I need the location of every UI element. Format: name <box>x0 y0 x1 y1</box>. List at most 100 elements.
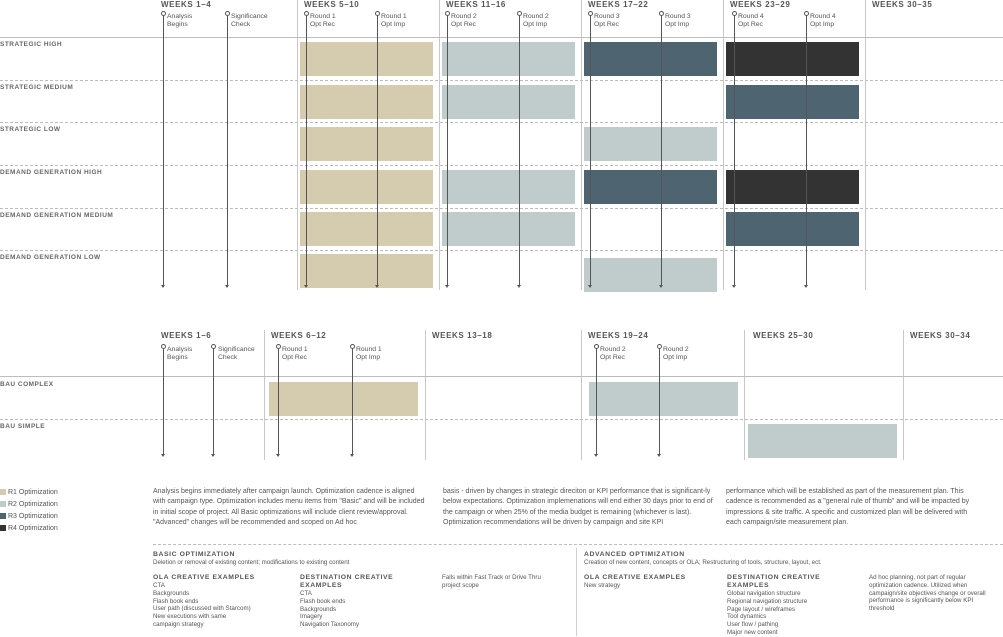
section-divider <box>576 548 577 636</box>
r2-bar <box>584 127 717 161</box>
legend-swatch <box>0 489 6 496</box>
row-divider <box>0 376 1003 377</box>
milestone-arrow <box>804 11 809 288</box>
row-label: DEMAND GENERATION HIGH <box>0 169 103 176</box>
r2-bar <box>589 382 738 416</box>
row-label: STRATEGIC HIGH <box>0 41 63 48</box>
column-divider <box>865 0 866 290</box>
description-paragraph: performance which will be established as… <box>726 488 970 527</box>
list-item: Flash book ends <box>300 597 346 605</box>
column-title: DESTINATION CREATIVE EXAMPLES <box>727 574 821 589</box>
row-label: BAU COMPLEX <box>0 381 54 388</box>
column-divider <box>439 0 440 290</box>
description-paragraph: basis - driven by changes in strategic d… <box>443 488 713 527</box>
list-item: New strategy <box>584 582 621 589</box>
legend-item: R3 Optimization <box>0 513 58 520</box>
milestone-arrow <box>350 344 355 457</box>
row-divider <box>0 80 1003 81</box>
section-divider <box>153 544 1003 545</box>
list-item: campaign strategy <box>153 620 204 628</box>
r4-bar <box>726 170 859 204</box>
legend-item: R4 Optimization <box>0 525 58 532</box>
week-header: WEEKS 13–18 <box>432 331 493 340</box>
column-divider <box>581 0 582 290</box>
row-divider <box>0 208 1003 209</box>
row-label: DEMAND GENERATION MEDIUM <box>0 212 114 219</box>
section-subtitle: Deletion or removal of existing content;… <box>153 559 350 566</box>
week-header: WEEKS 30–35 <box>872 0 933 9</box>
week-header: WEEKS 17–22 <box>588 0 649 9</box>
r1-bar <box>300 212 433 246</box>
column-title: DESTINATION CREATIVE EXAMPLES <box>300 574 394 589</box>
milestone-arrow <box>276 344 281 457</box>
row-divider <box>0 250 1003 251</box>
list-item: Tool dynamics <box>727 613 767 621</box>
destination-examples-list: Global navigation structure Regional nav… <box>727 590 807 637</box>
week-header: WEEKS 11–16 <box>446 0 506 9</box>
column-divider <box>744 330 745 460</box>
row-divider <box>0 37 1003 38</box>
list-item: CTA <box>300 590 312 597</box>
week-header: WEEKS 30–34 <box>910 331 971 340</box>
column-divider <box>581 330 582 460</box>
row-label: BAU SIMPLE <box>0 423 46 430</box>
milestone-arrow <box>732 11 737 288</box>
milestone-arrow <box>517 11 522 288</box>
milestone-arrow <box>588 11 593 288</box>
section-title: BASIC OPTIMIZATION <box>153 551 236 558</box>
milestone-arrow <box>375 11 380 288</box>
r3-bar <box>726 212 859 246</box>
list-item: CTA <box>153 582 165 589</box>
r2-bar <box>584 258 717 292</box>
legend-swatch <box>0 513 6 520</box>
r1-bar <box>300 127 433 161</box>
section-subtitle: Creation of new content, concepts or OLA… <box>584 559 822 566</box>
r2-bar <box>442 212 575 246</box>
list-item: Imagery <box>300 613 323 621</box>
row-label: STRATEGIC MEDIUM <box>0 84 74 91</box>
column-divider <box>264 330 265 460</box>
row-divider <box>0 122 1003 123</box>
r3-bar <box>726 85 859 119</box>
column-divider <box>425 330 426 460</box>
milestone-arrow <box>161 11 166 288</box>
row-label: DEMAND GENERATION LOW <box>0 254 101 261</box>
ola-examples-list: CTA Backgrounds Flash book ends User pat… <box>153 582 251 629</box>
legend-item: R1 Optimization <box>0 489 58 496</box>
row-divider <box>0 419 1003 420</box>
list-item: Backgrounds <box>300 605 337 613</box>
milestone-arrow <box>659 11 664 288</box>
list-item: User path (discussed with Starcom) <box>153 605 251 613</box>
column-divider <box>297 0 298 290</box>
list-item: Global navigation structure <box>727 590 801 597</box>
description-paragraph: Analysis begins immediately after campai… <box>153 488 425 527</box>
list-item: User flow / pathing <box>727 621 779 629</box>
column-divider <box>903 330 904 460</box>
r3-bar <box>584 42 717 76</box>
week-header: WEEKS 1–6 <box>161 331 212 340</box>
list-item: Regional navigation structure <box>727 597 808 605</box>
ad-hoc-note: Ad hoc planning, not part of regular opt… <box>869 574 986 613</box>
r2-bar <box>748 424 897 458</box>
week-header: WEEKS 23–29 <box>730 0 791 9</box>
list-item: New executions with same <box>153 613 227 621</box>
r2-bar <box>442 170 575 204</box>
list-item: Major new content <box>727 628 778 636</box>
column-divider <box>723 0 724 290</box>
r1-bar <box>300 254 433 288</box>
legend-swatch <box>0 501 6 508</box>
ola-examples-list: New strategy <box>584 582 620 590</box>
week-header: WEEKS 6–12 <box>271 331 327 340</box>
milestone-arrow <box>225 11 230 288</box>
